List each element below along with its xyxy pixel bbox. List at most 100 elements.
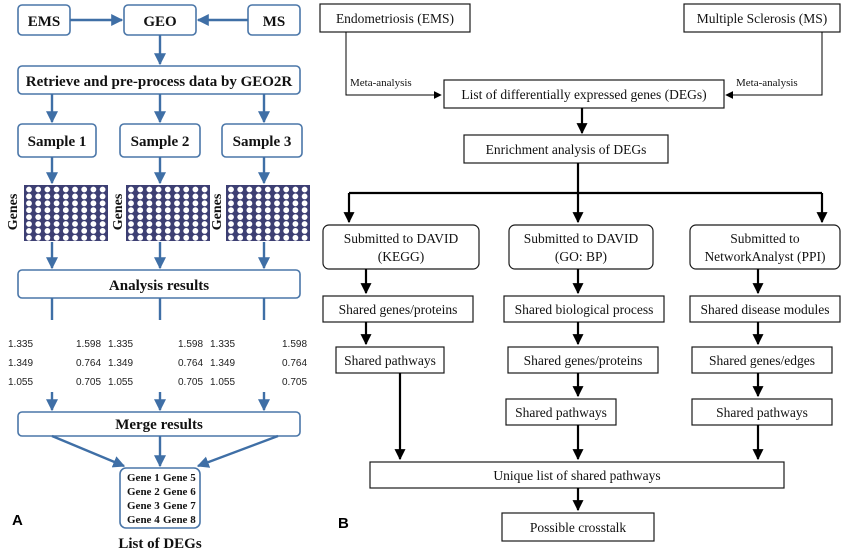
grid-dot bbox=[255, 200, 262, 207]
grid-dot bbox=[228, 207, 234, 214]
gene-list-item: Gene 5 bbox=[163, 472, 196, 484]
grid-dot bbox=[274, 193, 280, 200]
grid-dot bbox=[99, 214, 106, 221]
grid-dot bbox=[53, 186, 60, 193]
sample-3-box bbox=[221, 123, 303, 158]
grid-dot bbox=[155, 200, 162, 207]
grid-dot bbox=[26, 200, 32, 207]
grid-dot bbox=[35, 228, 42, 234]
grid-dot bbox=[283, 200, 290, 207]
grid-dot bbox=[128, 193, 134, 200]
value-r3-c5: 1.055 bbox=[210, 377, 235, 388]
grid-dot bbox=[237, 214, 244, 221]
grid-dot bbox=[155, 221, 162, 227]
merge-results-label: Merge results bbox=[115, 417, 203, 433]
c3-pathways-label: Shared pathways bbox=[716, 405, 808, 420]
meta-analysis-left: Meta-analysis bbox=[350, 77, 412, 89]
c3-modules-box bbox=[689, 295, 841, 323]
grid-dot bbox=[137, 221, 144, 227]
grid-dot bbox=[174, 221, 180, 227]
grid-dot bbox=[72, 228, 78, 234]
grid-dot bbox=[155, 228, 162, 234]
grid-dot bbox=[174, 234, 180, 241]
crosstalk-label: Possible crosstalk bbox=[530, 520, 627, 535]
value-r2-c5: 1.349 bbox=[210, 358, 235, 369]
grid-dot bbox=[90, 200, 97, 207]
grid-dot bbox=[81, 207, 88, 214]
grid-dot bbox=[137, 193, 144, 200]
grid-dot bbox=[44, 207, 51, 214]
c3-edges-box bbox=[691, 346, 833, 374]
value-r1-c5: 1.335 bbox=[210, 339, 235, 350]
grid-dot bbox=[201, 186, 208, 193]
grid-dot bbox=[53, 193, 60, 200]
sample-2-label: Sample 2 bbox=[131, 134, 190, 150]
grid-dot bbox=[237, 200, 244, 207]
grid-dot bbox=[292, 186, 299, 193]
multiple-sclerosis-box bbox=[683, 3, 841, 33]
grid-dot bbox=[237, 207, 244, 214]
grid-dot bbox=[201, 228, 208, 234]
grid-dot bbox=[72, 214, 78, 221]
david-gobp-line2: (GO: BP) bbox=[555, 249, 607, 264]
grid-dot bbox=[81, 228, 88, 234]
grid-dot bbox=[137, 207, 144, 214]
grid-dot bbox=[146, 200, 153, 207]
endometriosis-box bbox=[319, 3, 471, 33]
grid-dot bbox=[264, 186, 271, 193]
c1-shared-genes-label: Shared genes/proteins bbox=[339, 302, 458, 317]
grid-dot bbox=[53, 234, 60, 241]
grid-dot bbox=[255, 214, 262, 221]
gene-grids bbox=[24, 185, 310, 241]
grid-dot bbox=[164, 221, 171, 227]
grid-dot bbox=[44, 214, 51, 221]
grid-dot bbox=[237, 221, 244, 227]
grid-dot bbox=[201, 207, 208, 214]
grid-dot bbox=[174, 207, 180, 214]
arrow-merge-list-left bbox=[51, 434, 126, 468]
grid-dot bbox=[146, 214, 153, 221]
networkanalyst-box bbox=[689, 224, 841, 270]
grid-dot bbox=[90, 228, 97, 234]
grid-dot bbox=[26, 221, 32, 227]
grid-dot bbox=[237, 228, 244, 234]
endometriosis-label: Endometriosis (EMS) bbox=[336, 11, 454, 26]
grid-dot bbox=[44, 186, 51, 193]
c2-genes-label: Shared genes/proteins bbox=[524, 353, 643, 368]
grid-dot bbox=[62, 221, 69, 227]
grid-dot bbox=[283, 207, 290, 214]
value-r2-c6: 0.764 bbox=[282, 358, 307, 369]
grid-dot bbox=[35, 200, 42, 207]
grid-dot bbox=[201, 200, 208, 207]
grid-dot bbox=[26, 228, 32, 234]
grid-dot bbox=[264, 193, 271, 200]
c2-pathways-label: Shared pathways bbox=[515, 405, 607, 420]
grid-dot bbox=[137, 200, 144, 207]
grid-dot bbox=[201, 193, 208, 200]
networkanalyst-line2: NetworkAnalyst (PPI) bbox=[704, 249, 825, 264]
grid-dot bbox=[26, 214, 32, 221]
grid-dot bbox=[44, 193, 51, 200]
ms-label: MS bbox=[263, 14, 286, 30]
grid-dot bbox=[174, 193, 180, 200]
grid-dot bbox=[301, 207, 308, 214]
grid-dot bbox=[192, 193, 199, 200]
c2-bio-box bbox=[503, 295, 665, 323]
value-r2-c2: 0.764 bbox=[76, 358, 101, 369]
grid-dot bbox=[192, 214, 199, 221]
panel-b-label: B bbox=[338, 515, 349, 532]
grid-dot bbox=[264, 200, 271, 207]
grid-dot bbox=[183, 193, 190, 200]
grid-dot bbox=[90, 186, 97, 193]
david-kegg-line2: (KEGG) bbox=[378, 249, 425, 264]
grid-dot bbox=[255, 186, 262, 193]
grid-dot bbox=[155, 214, 162, 221]
grid-dot bbox=[201, 234, 208, 241]
grid-dot bbox=[183, 207, 190, 214]
grid-dot bbox=[62, 193, 69, 200]
grid-dot bbox=[35, 207, 42, 214]
genes-label-1: Genes bbox=[6, 193, 21, 230]
grid-dot bbox=[264, 228, 271, 234]
grid-dot bbox=[183, 200, 190, 207]
